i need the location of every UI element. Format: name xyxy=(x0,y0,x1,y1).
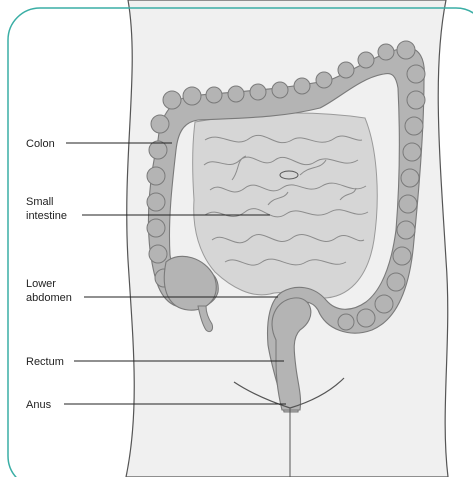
label-lower-abdomen-line1: Lower xyxy=(26,278,56,290)
label-rectum: Rectum xyxy=(26,356,64,368)
label-small-intestine-line1: Small xyxy=(26,196,54,208)
label-lower-abdomen-line2: abdomen xyxy=(26,292,72,304)
label-small-intestine-line2: intestine xyxy=(26,210,67,222)
small-intestine xyxy=(193,113,378,298)
label-anus: Anus xyxy=(26,399,52,411)
label-colon: Colon xyxy=(26,138,55,150)
